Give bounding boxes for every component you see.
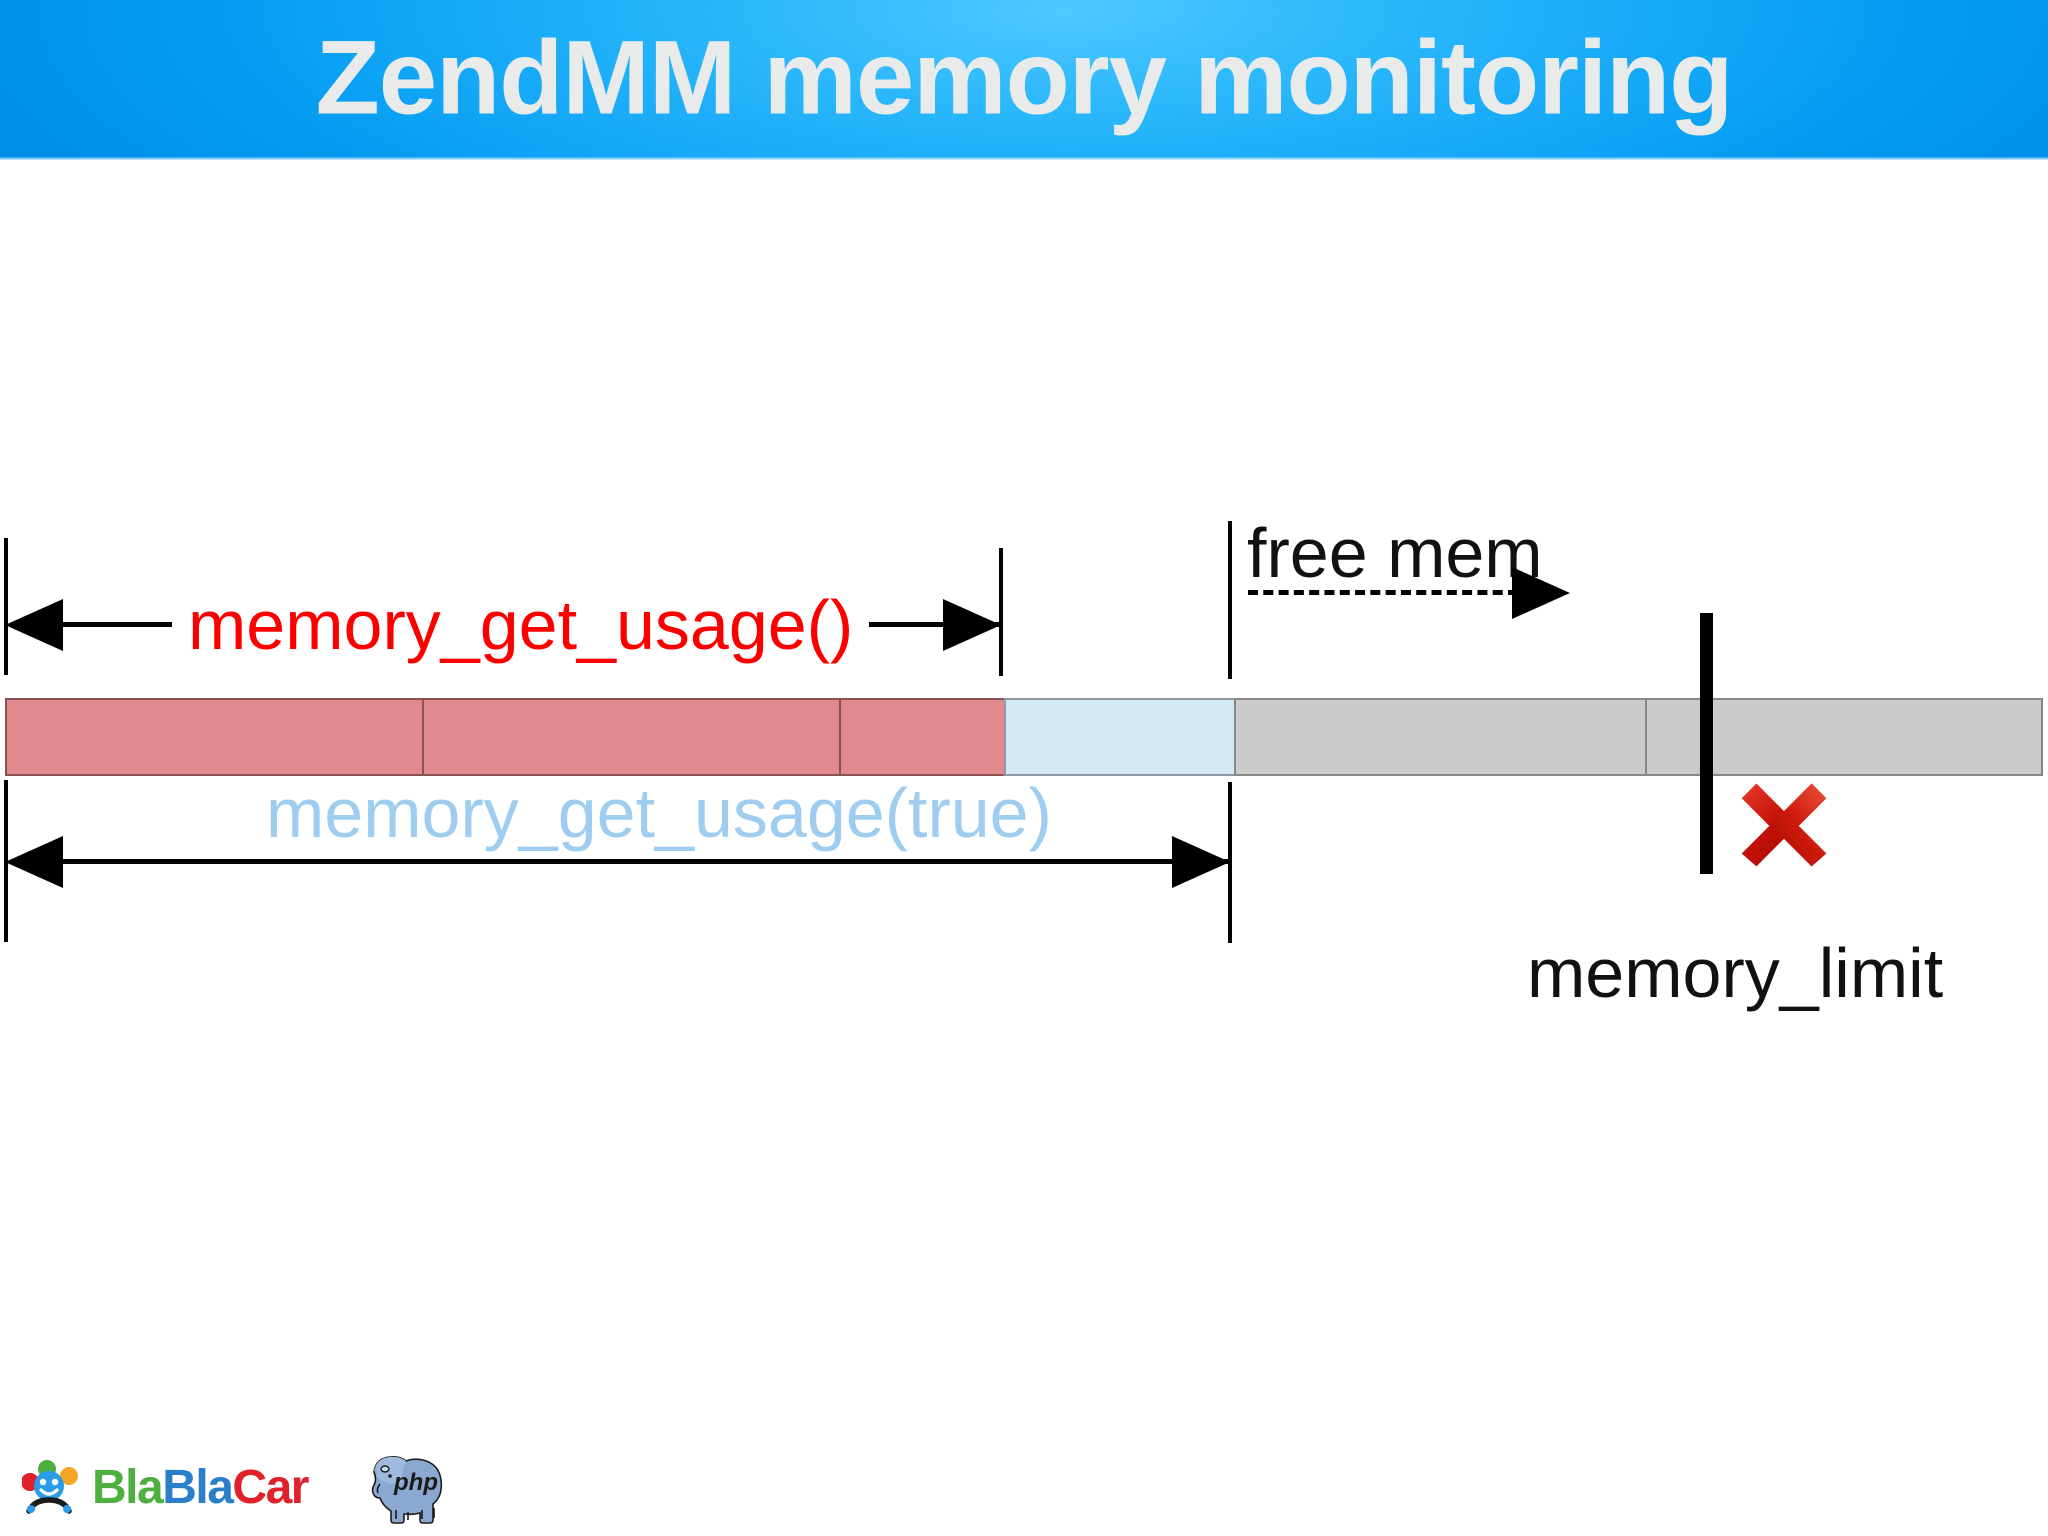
dashed-right-arrow-icon — [1248, 590, 1518, 595]
php-wordmark: php — [393, 1469, 438, 1496]
arrow-head-usage-right — [943, 599, 1001, 651]
arrow-head-usage-true-right — [1172, 836, 1230, 888]
red-x-icon — [1741, 783, 1827, 867]
label-memory-limit: memory_limit — [1527, 934, 1944, 1012]
php-elephant-icon: php — [371, 1456, 443, 1524]
bar-segment-used-2 — [421, 698, 842, 776]
blablacar-word-3: Car — [232, 1461, 309, 1514]
blablacar-wordmark: BlaBlaCar — [92, 1461, 309, 1514]
tick-usage-true-end — [1228, 782, 1232, 943]
arrow-line-usage-true — [60, 859, 1230, 864]
slide-footer: BlaBlaCar php — [0, 1440, 2048, 1536]
page-title: ZendMM memory monitoring — [315, 19, 1734, 137]
label-memory-get-usage-true: memory_get_usage(true) — [250, 778, 1068, 848]
arrow-head-usage-left — [5, 599, 63, 651]
arrow-head-usage-true-left — [5, 836, 63, 888]
bar-segment-used-1 — [5, 698, 424, 776]
blablacar-smiley-icon — [22, 1460, 78, 1514]
slide-title-bar: ZendMM memory monitoring — [0, 0, 2048, 160]
label-memory-get-usage: memory_get_usage() — [172, 590, 870, 660]
memory-bar — [5, 698, 2044, 776]
tick-usage-end — [999, 548, 1003, 676]
label-free-mem: free mem — [1247, 514, 1543, 592]
blablacar-logo: BlaBlaCar — [22, 1457, 309, 1519]
bar-segment-allocated-unused — [1004, 698, 1236, 776]
tick-free-mem-start — [1228, 521, 1232, 679]
memory-limit-marker — [1700, 613, 1713, 874]
bar-segment-free-1 — [1233, 698, 1648, 776]
blablacar-word-2: Bla — [162, 1461, 234, 1514]
blablacar-word-1: Bla — [92, 1461, 164, 1514]
arrow-head-free-mem — [1512, 567, 1570, 619]
bar-segment-used-3 — [839, 698, 1007, 776]
